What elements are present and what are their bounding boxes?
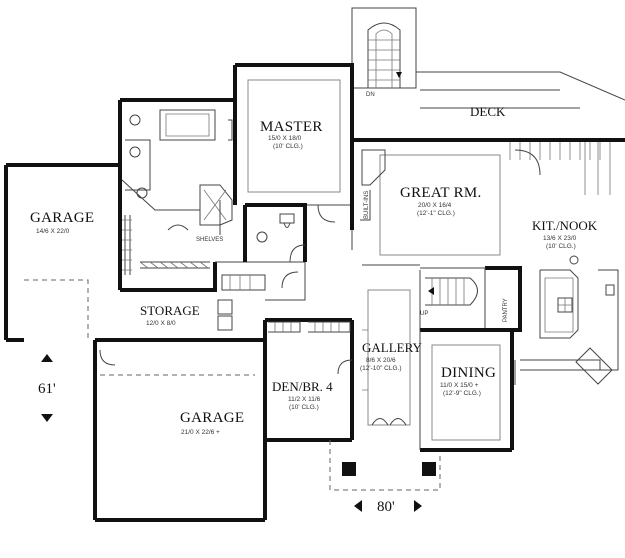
porch — [329, 418, 441, 491]
pantry-label: PANTRY — [503, 298, 509, 322]
kitchen-size: 13/6 X 23/0 — [543, 235, 577, 242]
den-room — [263, 318, 354, 442]
kitchen-ceiling: (10' CLG.) — [546, 243, 576, 250]
great-room-size: 20/0 X 16/4 — [418, 202, 452, 209]
dining-size: 11/0 X 15/0 + — [440, 382, 479, 389]
garage-left-size: 14/6 X 22/0 — [36, 228, 70, 235]
great-room-ceiling: (12'-1" CLG.) — [417, 210, 455, 217]
den-ceiling: (10' CLG.) — [289, 404, 319, 411]
storage-size: 12/0 X 8/0 — [146, 320, 176, 327]
great-room — [350, 138, 510, 256]
gallery — [362, 264, 420, 426]
depth-dimension: 61' — [38, 381, 56, 397]
den-size: 11/2 X 11/6 — [288, 396, 321, 403]
arrow-right-icon — [414, 500, 422, 512]
kitchen-label: KIT./NOOK — [532, 218, 598, 233]
arrow-down-icon — [41, 414, 53, 422]
great-room-label: GREAT RM. — [400, 185, 482, 201]
garage-left-label: GARAGE — [30, 210, 94, 226]
up-label: UP — [420, 311, 428, 317]
garage-main — [93, 338, 267, 522]
storage-label: STORAGE — [140, 303, 200, 318]
master-bath — [118, 65, 237, 290]
dn-label: DN — [366, 92, 375, 98]
garage-main-size: 21/0 X 22/6 + — [181, 429, 220, 436]
master-label: MASTER — [260, 119, 323, 135]
storage — [120, 261, 306, 331]
dining — [419, 328, 514, 452]
gallery-label: GALLERY — [362, 340, 423, 355]
arrow-left-icon — [354, 500, 362, 512]
dimension-depth — [41, 354, 53, 422]
width-dimension: 80' — [377, 499, 395, 515]
shelves-label: SHELVES — [196, 237, 223, 243]
master-room — [233, 63, 354, 250]
dining-ceiling: (12'-9" CLG.) — [443, 390, 481, 397]
master-size: 15/0 X 18/0 — [268, 135, 302, 142]
gallery-size: 8/6 X 20/6 — [366, 357, 396, 364]
kitchen-nook — [510, 138, 625, 385]
deck-stair — [351, 7, 417, 89]
deck-label: DECK — [470, 104, 506, 119]
powder-room — [243, 203, 307, 263]
dining-label: DINING — [441, 365, 496, 381]
dimension-width — [354, 500, 422, 512]
built-ins-label: BUILT-INS — [364, 191, 370, 219]
den-label: DEN/BR. 4 — [272, 379, 333, 394]
deck — [360, 71, 625, 195]
gallery-ceiling: (12'-10" CLG.) — [360, 365, 401, 372]
garage-main-label: GARAGE — [180, 410, 244, 426]
arrow-up-icon — [41, 354, 53, 362]
master-ceiling: (10' CLG.) — [273, 143, 303, 150]
garage-left — [4, 163, 122, 342]
